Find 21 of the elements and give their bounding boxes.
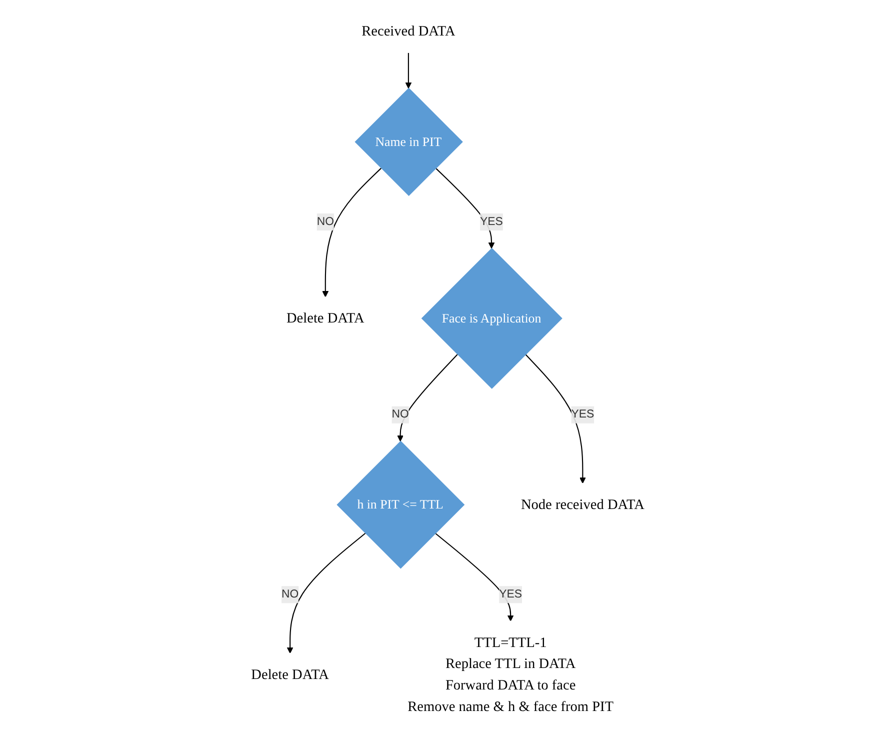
arrow <box>435 532 514 622</box>
arrow <box>436 168 495 249</box>
node-text: Delete DATA <box>251 666 330 683</box>
node-text: TTL=TTL-1 Replace TTL in DATA Forward DATA to face Remove name & h & face from PIT <box>408 634 614 715</box>
arrow <box>406 52 412 89</box>
edge-label: YES <box>499 588 522 600</box>
edge-label: NO <box>282 588 299 600</box>
node-text: Received DATA <box>362 23 456 40</box>
arrow <box>287 532 366 654</box>
edge-label: YES <box>480 215 504 228</box>
node-diamond: h in PIT <= TTL <box>336 440 465 569</box>
edge-label: NO <box>392 408 410 421</box>
node-text: Delete DATA <box>286 310 365 326</box>
arrow <box>397 354 458 442</box>
node-text: Node received DATA <box>521 496 645 513</box>
edge-label: NO <box>317 215 334 228</box>
node-diamond: Name in PIT <box>354 88 464 196</box>
arrow <box>322 168 382 298</box>
arrow <box>525 354 586 484</box>
edge-label: YES <box>571 408 594 421</box>
node-diamond: Face is Application <box>422 248 563 389</box>
